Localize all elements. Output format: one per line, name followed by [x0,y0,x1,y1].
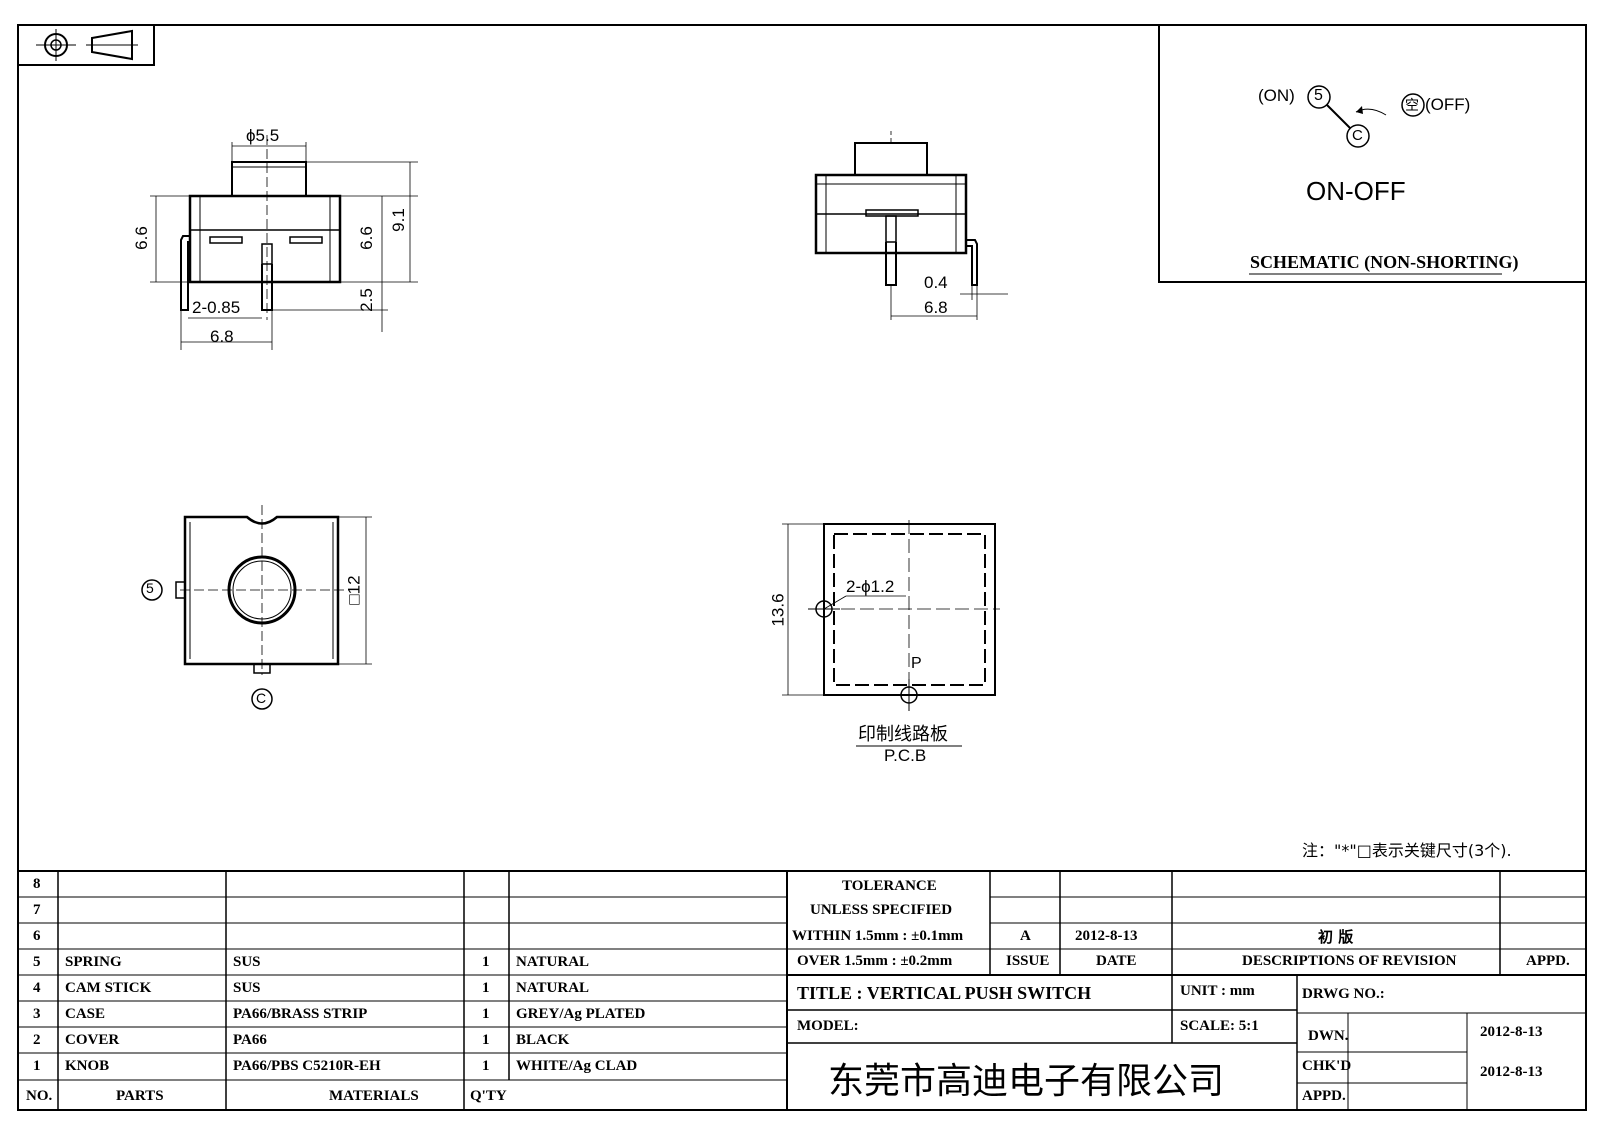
bom-cell-qty: 1 [482,954,490,970]
bom-table-grid [18,870,788,1110]
schematic-kong: 空 [1405,98,1419,114]
bom-cell-no: 8 [33,876,41,892]
schematic-mode: ON-OFF [1306,176,1406,206]
bom-header-parts: PARTS [116,1088,164,1104]
dim-66-left: 6.6 [131,226,151,250]
pcb-footprint [782,520,1000,747]
bom-cell-no: 1 [33,1058,41,1074]
bom-cell-no: 7 [33,902,41,918]
bom-cell-material: SUS [233,980,261,996]
bom-cell-finish: BLACK [516,1032,570,1048]
dim-2085: 2-0.85 [192,298,241,317]
sheet-border [17,24,1587,1111]
appd-label: APPD. [1526,953,1570,969]
descriptions-label: DESCRIPTIONS OF REVISION [1242,953,1457,969]
drwg-no-field: DRWG NO.: [1302,986,1385,1002]
revision-issue: A [1020,928,1031,944]
bom-cell-no: 6 [33,928,41,944]
dim-91: 9.1 [388,208,408,232]
bom-cell-qty: 1 [482,980,490,996]
tolerance-within: WITHIN 1.5mm : ±0.1mm [792,928,964,944]
pin5-label: 5 [146,580,154,596]
bom-header-no: NO. [26,1088,53,1104]
tolerance-over: OVER 1.5mm : ±0.2mm [797,953,953,969]
switch-blade [1326,104,1351,129]
pin5-circle [1307,85,1331,109]
bom-cell-finish: NATURAL [516,954,590,970]
pinc-label-circle [251,688,273,710]
pinc-circle [1346,124,1370,148]
bom-cell-no: 3 [33,1006,41,1022]
kong-circle [1401,93,1425,117]
date-label: DATE [1096,953,1137,969]
bom-cell-finish: GREY/Ag PLATED [516,1006,646,1022]
schematic-on: (ON) [1258,86,1295,105]
bom-cell-part: SPRING [65,954,122,970]
bom-cell-qty: 1 [482,1006,490,1022]
model-field: MODEL: [797,1018,859,1034]
revision-description: 初 版 [1318,928,1354,946]
dim-25: 2.5 [356,288,376,312]
pcb-label-cn: 印制线路板 [858,724,948,745]
bom-cell-finish: WHITE/Ag CLAD [516,1058,638,1074]
front-view [150,135,418,350]
bom-cell-qty: 1 [482,1058,490,1074]
company-name: 东莞市高迪电子有限公司 [828,1061,1225,1102]
dim-p: P [911,655,922,672]
bom-cell-part: CAM STICK [65,980,152,996]
bom-cell-material: PA66/BRASS STRIP [233,1006,368,1022]
dim-phi55: ϕ5.5 [246,126,280,145]
scale-field: SCALE: 5:1 [1180,1018,1259,1034]
chkd-label: CHK'D [1302,1058,1352,1074]
key-dimension-note: 注："*"□表示关键尺寸(3个). [1302,841,1512,860]
dim-68-left: 6.8 [210,327,234,346]
bom-header-qty: Q'TY [470,1088,507,1104]
dim-66-right: 6.6 [356,226,376,250]
schematic-off: (OFF) [1425,95,1471,114]
title-block-grid [787,870,1586,1110]
pinc-label: C [256,690,267,706]
chkd-date: 2012-8-13 [1480,1064,1543,1080]
side-view [814,131,1008,320]
pin5-label-circle [141,579,163,601]
bom-cell-no: 4 [33,980,41,996]
unit-field: UNIT : mm [1180,983,1255,999]
schematic-caption: SCHEMATIC (NON-SHORTING) [1250,252,1519,272]
bom-cell-finish: NATURAL [516,980,590,996]
bom-cell-no: 5 [33,954,41,970]
bom-cell-material: PA66 [233,1032,267,1048]
tolerance-subtitle: UNLESS SPECIFIED [810,902,953,918]
schematic-c: C [1352,127,1363,144]
bom-cell-no: 2 [33,1032,41,1048]
dwn-label: DWN. [1308,1028,1349,1044]
revision-date: 2012-8-13 [1075,928,1138,944]
projection-symbol [17,24,155,66]
bom-cell-material: PA66/PBS C5210R-EH [233,1058,381,1074]
bom-cell-qty: 1 [482,1032,490,1048]
dwn-date: 2012-8-13 [1480,1024,1543,1040]
dim-12: □12 [344,575,364,605]
drawing-title: TITLE : VERTICAL PUSH SWITCH [797,983,1092,1003]
bom-cell-part: KNOB [65,1058,110,1074]
tolerance-title: TOLERANCE [842,878,937,894]
pcb-label-en: P.C.B [884,746,927,765]
appd-sign-label: APPD. [1302,1088,1346,1104]
dim-04: 0.4 [924,273,948,292]
issue-label: ISSUE [1006,953,1050,969]
dim-2phi12: 2-ϕ1.2 [846,577,895,596]
dim-68-right: 6.8 [924,298,948,317]
bom-header-materials: MATERIALS [329,1088,419,1104]
schematic-5: 5 [1314,87,1323,104]
bom-cell-part: COVER [65,1032,120,1048]
dim-136: 13.6 [768,593,788,627]
bom-cell-part: CASE [65,1006,106,1022]
top-view [141,505,372,710]
schematic-box [1158,24,1587,283]
bom-cell-material: SUS [233,954,261,970]
